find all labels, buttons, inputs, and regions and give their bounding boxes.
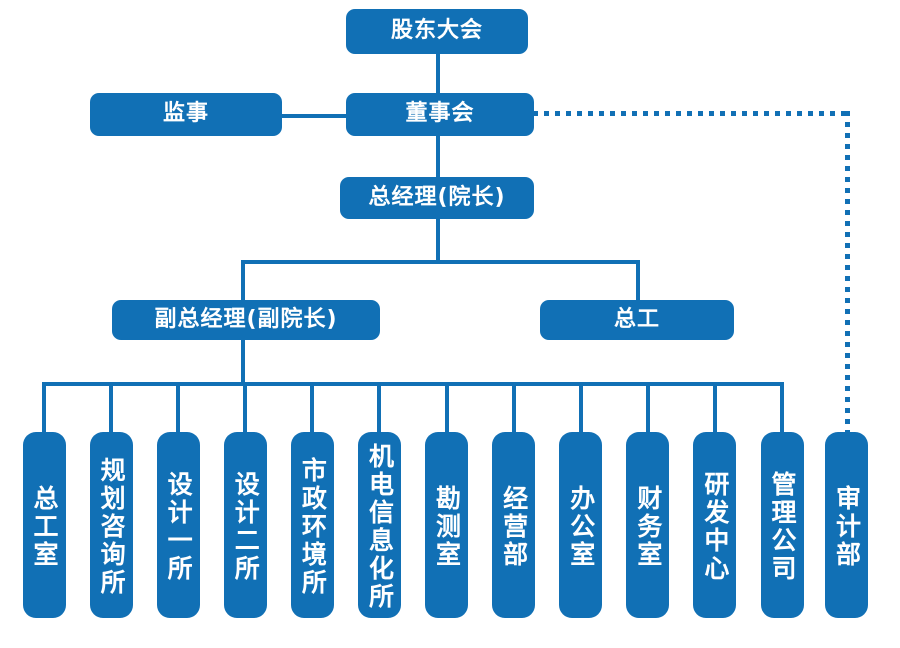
node-label: 办公室	[566, 485, 596, 569]
node-department-3[interactable]: 设计一所	[156, 432, 200, 618]
connector-bus-to-department	[780, 382, 784, 432]
node-label: 监事	[162, 101, 209, 127]
connector-bus-to-department	[42, 382, 46, 432]
connector-bus-to-department	[310, 382, 315, 432]
node-department-11[interactable]: 研发中心	[693, 432, 737, 618]
connector-board-to-gm	[436, 135, 440, 177]
node-chief-engineer[interactable]: 总工	[540, 300, 734, 340]
node-label: 审计部	[832, 485, 862, 569]
node-label: 勘测室	[432, 485, 462, 569]
connector-bus-to-department	[109, 382, 114, 432]
node-department-9[interactable]: 办公室	[559, 432, 603, 618]
node-label: 设计一所	[164, 471, 194, 583]
node-label: 规划咨询所	[97, 457, 127, 597]
node-department-1[interactable]: 总工室	[22, 432, 66, 618]
node-department-6[interactable]: 机电信息化所	[357, 432, 401, 618]
node-department-10[interactable]: 财务室	[626, 432, 670, 618]
connector-bus-to-department	[176, 382, 181, 432]
node-label: 设计二所	[231, 471, 261, 583]
node-department-8[interactable]: 经营部	[492, 432, 536, 618]
node-label: 市政环境所	[298, 457, 328, 597]
node-department-7[interactable]: 勘测室	[425, 432, 469, 618]
node-department-12[interactable]: 管理公司	[760, 432, 804, 618]
connector-bus-to-deputy-gm	[241, 260, 245, 301]
connector-bus-to-department	[578, 382, 583, 432]
dotted-connector-board-to-audit-vertical	[845, 111, 850, 432]
node-label: 股东大会	[390, 18, 483, 44]
connector-bus-to-chief-engineer	[636, 260, 640, 301]
node-label: 财务室	[633, 485, 663, 569]
node-label: 经营部	[499, 485, 529, 569]
connector-deputy-gm-down	[241, 338, 245, 384]
node-supervisor[interactable]: 监事	[90, 93, 282, 136]
dotted-connector-board-to-audit-horizontal	[533, 111, 850, 116]
node-label: 总经理(院长)	[368, 184, 506, 210]
node-department-4[interactable]: 设计二所	[223, 432, 267, 618]
node-label: 机电信息化所	[365, 443, 395, 611]
node-general-manager[interactable]: 总经理(院长)	[340, 177, 534, 219]
connector-bus-to-department	[444, 382, 449, 432]
node-deputy-general-manager[interactable]: 副总经理(副院长)	[112, 300, 380, 340]
connector-supervisor-to-board	[280, 114, 350, 118]
node-board-of-directors[interactable]: 董事会	[346, 93, 534, 136]
node-label: 副总经理(副院长)	[154, 306, 338, 332]
connector-bus-to-department	[712, 382, 717, 432]
node-label: 总工	[613, 306, 660, 332]
node-label: 总工室	[30, 485, 59, 569]
connector-departments-bus	[44, 382, 782, 386]
node-department-2[interactable]: 规划咨询所	[89, 432, 133, 618]
node-label: 研发中心	[700, 471, 730, 583]
connector-bus-to-department	[377, 382, 382, 432]
connector-bus-to-department	[645, 382, 650, 432]
node-label: 董事会	[405, 101, 475, 127]
node-shareholders-meeting[interactable]: 股东大会	[346, 9, 528, 54]
node-department-5[interactable]: 市政环境所	[290, 432, 334, 618]
connector-shareholders-to-board	[436, 53, 440, 95]
node-label: 管理公司	[768, 471, 797, 583]
node-audit-department[interactable]: 审计部	[825, 432, 868, 618]
connector-gm-bus	[241, 260, 640, 264]
connector-bus-to-department	[243, 382, 248, 432]
connector-bus-to-department	[511, 382, 516, 432]
connector-gm-down	[436, 218, 440, 262]
